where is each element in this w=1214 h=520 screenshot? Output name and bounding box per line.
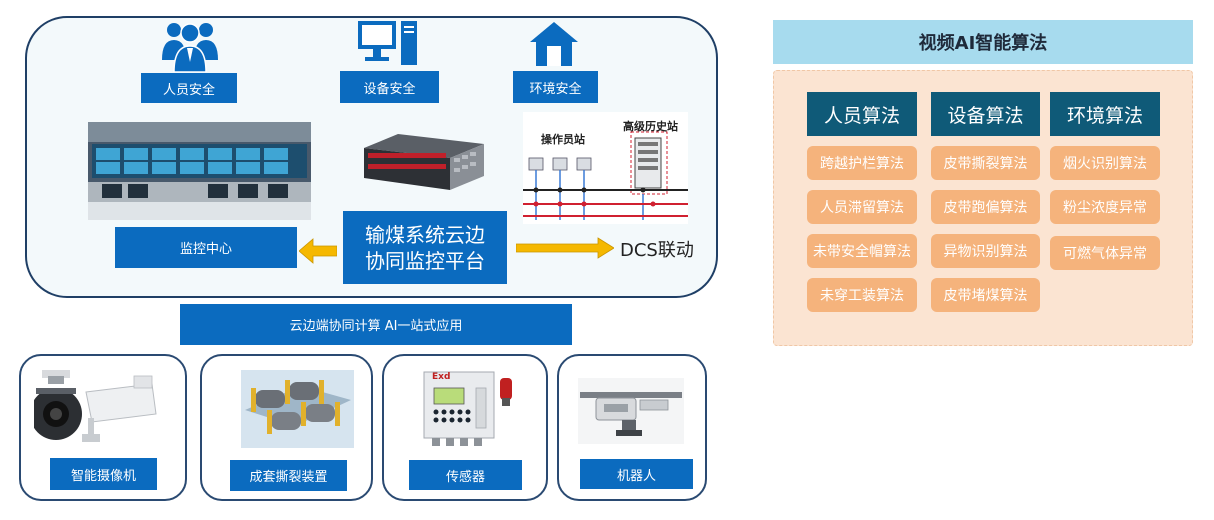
- dcs-diagram-image: [523, 112, 688, 224]
- dcs-link-text: DCS联动: [620, 240, 694, 261]
- people-algorithm-head: 人员算法: [807, 92, 917, 136]
- platform-title: 输煤系统云边 协同监控平台: [343, 211, 507, 284]
- people-safety-label: 人员安全: [141, 73, 237, 103]
- history-station-text: 高级历史站: [623, 120, 678, 133]
- sensor-image: [423, 371, 512, 446]
- algorithm-item: 皮带跑偏算法: [931, 190, 1040, 224]
- algorithm-title: 视频AI智能算法: [773, 20, 1193, 64]
- camera-image: [34, 370, 157, 442]
- robot-label: 机器人: [580, 459, 693, 489]
- server-image: [358, 128, 488, 196]
- environment-safety-label: 环境安全: [513, 71, 598, 103]
- algorithm-item: 未带安全帽算法: [807, 234, 917, 268]
- environment-algorithm-head: 环境算法: [1050, 92, 1160, 136]
- tear-device-label: 成套撕裂装置: [230, 460, 347, 491]
- algorithm-item: 跨越护栏算法: [807, 146, 917, 180]
- home-icon: [530, 22, 578, 66]
- monitor-center-label: 监控中心: [115, 227, 297, 268]
- algorithm-item: 可燃气体异常: [1050, 236, 1160, 270]
- algorithm-item: 未穿工装算法: [807, 278, 917, 312]
- sensor-badge-text: Exd: [432, 372, 451, 382]
- control-room-image: [88, 122, 311, 220]
- right-arrow: [516, 237, 614, 259]
- algorithm-item: 异物识别算法: [931, 234, 1040, 268]
- tear-device-image: [241, 370, 354, 448]
- cloud-edge-bar: 云边端协同计算 AI一站式应用: [180, 304, 572, 345]
- algorithm-item: 人员滞留算法: [807, 190, 917, 224]
- robot-image: [578, 378, 684, 444]
- camera-label: 智能摄像机: [50, 458, 157, 490]
- algorithm-item: 皮带堵煤算法: [931, 278, 1040, 312]
- equipment-safety-label: 设备安全: [340, 71, 439, 103]
- operator-station-text: 操作员站: [541, 133, 585, 146]
- left-arrow: [299, 238, 337, 264]
- computer-icon: [358, 21, 417, 65]
- people-icon: [162, 23, 218, 72]
- sensor-label: 传感器: [409, 460, 522, 490]
- algorithm-item: 烟火识别算法: [1050, 146, 1160, 180]
- algorithm-item: 皮带撕裂算法: [931, 146, 1040, 180]
- equipment-algorithm-head: 设备算法: [931, 92, 1040, 136]
- algorithm-item: 粉尘浓度异常: [1050, 190, 1160, 224]
